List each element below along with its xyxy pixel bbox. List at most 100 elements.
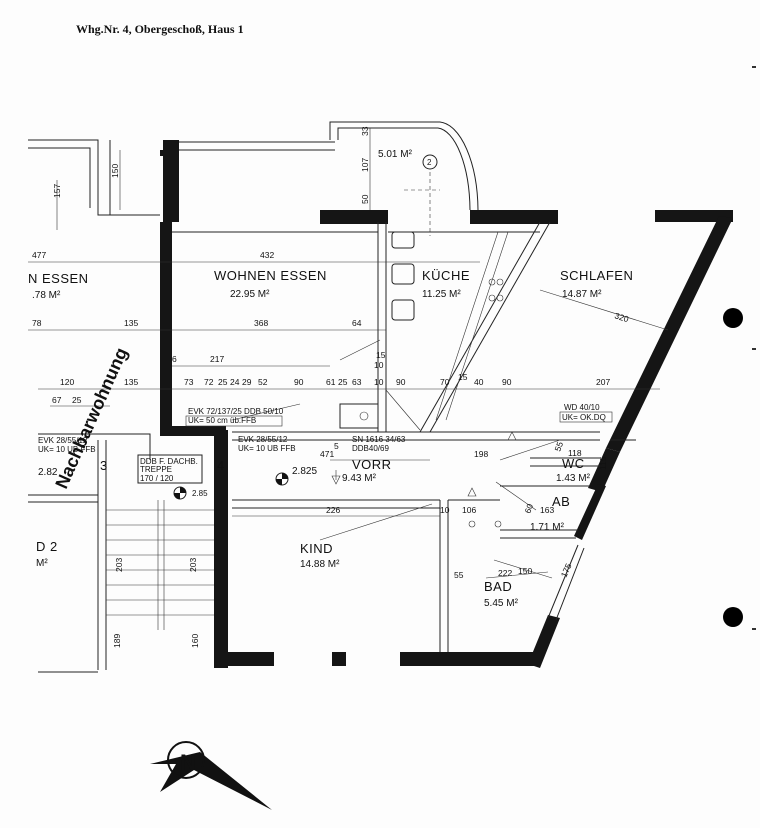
door-swings bbox=[231, 339, 561, 579]
page-title: Whg.Nr. 4, Obergeschoß, Haus 1 bbox=[76, 22, 244, 36]
dim: 198 bbox=[474, 449, 488, 459]
room-area-neighbor-essen: .78 M² bbox=[32, 290, 61, 301]
note-ddb: DDB40/69 bbox=[352, 444, 389, 453]
room-name-schlafen: SCHLAFEN bbox=[560, 268, 633, 283]
level-value-2: 2.85 bbox=[192, 489, 208, 498]
dim: 29 bbox=[242, 377, 252, 387]
dim: 10 bbox=[374, 360, 384, 370]
dim: 217 bbox=[210, 354, 224, 364]
dim: 5 bbox=[334, 441, 339, 451]
dim: 15 bbox=[376, 350, 386, 360]
room-name-bad: BAD bbox=[484, 579, 512, 594]
punch-hole bbox=[723, 607, 743, 627]
dim: 67 bbox=[52, 395, 62, 405]
dim: 25 bbox=[72, 395, 82, 405]
dim: 73 bbox=[184, 377, 194, 387]
note-evk-left: EVK 72/137/25 DDB 50/10 bbox=[188, 407, 284, 416]
dim: 90 bbox=[396, 377, 406, 387]
room-name-wc: WC bbox=[562, 456, 585, 471]
dim: 203 bbox=[114, 558, 124, 572]
room-name-ab: AB bbox=[552, 494, 570, 509]
room-name-vorr: VORR bbox=[352, 457, 392, 472]
stair-note-line2: TREPPE bbox=[140, 465, 172, 474]
room-area-ab: 1.71 M² bbox=[530, 522, 565, 533]
dim: 157 bbox=[52, 184, 62, 198]
dim: 63 bbox=[352, 377, 362, 387]
dim: 150 bbox=[518, 566, 532, 576]
dim: 40 bbox=[474, 377, 484, 387]
stair-treads bbox=[106, 500, 214, 630]
dim: 118 bbox=[568, 448, 582, 458]
dim: 70 bbox=[440, 377, 450, 387]
note-uk-right: UK= OK.DQ bbox=[562, 413, 606, 422]
room-name-wohnen-essen: WOHNEN ESSEN bbox=[214, 268, 327, 283]
stair-note-line1: DDB F. DACHB. bbox=[140, 457, 198, 466]
kitchen-fixtures bbox=[339, 231, 509, 429]
room-name-neighbor-essen: N ESSEN bbox=[28, 271, 89, 286]
level-symbols bbox=[173, 154, 438, 500]
level-value-1: 2.825 bbox=[292, 466, 317, 477]
room-area-vorr: 9.43 M² bbox=[342, 473, 377, 484]
dim: 60 bbox=[522, 502, 535, 515]
room-area-neighbor-d2: M² bbox=[36, 558, 48, 569]
dim: 107 bbox=[360, 158, 370, 172]
room-name-kind: KIND bbox=[300, 541, 333, 556]
dim: 33 bbox=[360, 126, 370, 136]
room-area-kueche: 11.25 M² bbox=[422, 289, 461, 300]
note-sn: SN 1616 34/63 bbox=[352, 435, 406, 444]
dim: 471 bbox=[320, 449, 334, 459]
dim: 160 bbox=[190, 634, 200, 648]
level-value-3: 2.82 bbox=[38, 467, 58, 478]
note-uk-far: UK= 10 UB FFB bbox=[38, 445, 96, 454]
room-area-wohnen-essen: 22.95 M² bbox=[230, 289, 270, 300]
edge-mark bbox=[752, 628, 756, 630]
dim: 226 bbox=[326, 505, 340, 515]
dim: 189 bbox=[112, 634, 122, 648]
dim: 432 bbox=[260, 250, 274, 260]
dim: 368 bbox=[254, 318, 268, 328]
dim: 25 bbox=[338, 377, 348, 387]
room-name-neighbor-d2: D 2 bbox=[36, 539, 58, 554]
punch-hole bbox=[723, 308, 743, 328]
dim: 135 bbox=[124, 377, 138, 387]
dim: 115 bbox=[598, 456, 608, 470]
dim: 52 bbox=[258, 377, 268, 387]
neighbor-apartment-label: Nachbarwohnung bbox=[51, 345, 131, 492]
dim: 25 bbox=[218, 377, 228, 387]
section-mark-4: 4 bbox=[217, 458, 225, 473]
balkon-marker: 2 bbox=[427, 158, 432, 167]
edge-mark bbox=[752, 348, 756, 350]
dim: 10 bbox=[440, 505, 450, 515]
dim: 120 bbox=[60, 377, 74, 387]
dim: 61 bbox=[326, 377, 336, 387]
dim: 55 bbox=[454, 570, 464, 580]
room-area-balkon: 5.01 M² bbox=[378, 149, 413, 160]
partitions bbox=[28, 121, 636, 673]
note-evk-mid: EVK 28/55/12 bbox=[238, 435, 288, 444]
north-label: N bbox=[180, 750, 196, 775]
dim: 477 bbox=[32, 250, 46, 260]
dim: 15 bbox=[458, 372, 468, 382]
dim: 150 bbox=[110, 164, 120, 178]
dim: 6 bbox=[172, 354, 177, 364]
dim: 64 bbox=[352, 318, 362, 328]
section-mark-3: 3 bbox=[100, 458, 108, 473]
dim: 10 bbox=[374, 377, 384, 387]
note-uk-left: UK= 50 cm üb.FFB bbox=[188, 416, 256, 425]
dimension-lines bbox=[28, 128, 669, 579]
room-name-kueche: KÜCHE bbox=[422, 268, 470, 283]
dim: 90 bbox=[502, 377, 512, 387]
dim: 50 bbox=[360, 194, 370, 204]
north-arrow-icon: N bbox=[150, 741, 272, 810]
dim: 24 bbox=[230, 377, 240, 387]
note-evk-far: EVK 28/55/12 bbox=[38, 436, 88, 445]
dim: 90 bbox=[294, 377, 304, 387]
stair-note-line3: 170 / 120 bbox=[140, 474, 174, 483]
dim: 203 bbox=[188, 558, 198, 572]
room-area-wc: 1.43 M² bbox=[556, 473, 591, 484]
dim: 135 bbox=[124, 318, 138, 328]
room-area-schlafen: 14.87 M² bbox=[562, 289, 602, 300]
note-uk-mid: UK= 10 UB FFB bbox=[238, 444, 296, 453]
room-area-kind: 14.88 M² bbox=[300, 559, 340, 570]
